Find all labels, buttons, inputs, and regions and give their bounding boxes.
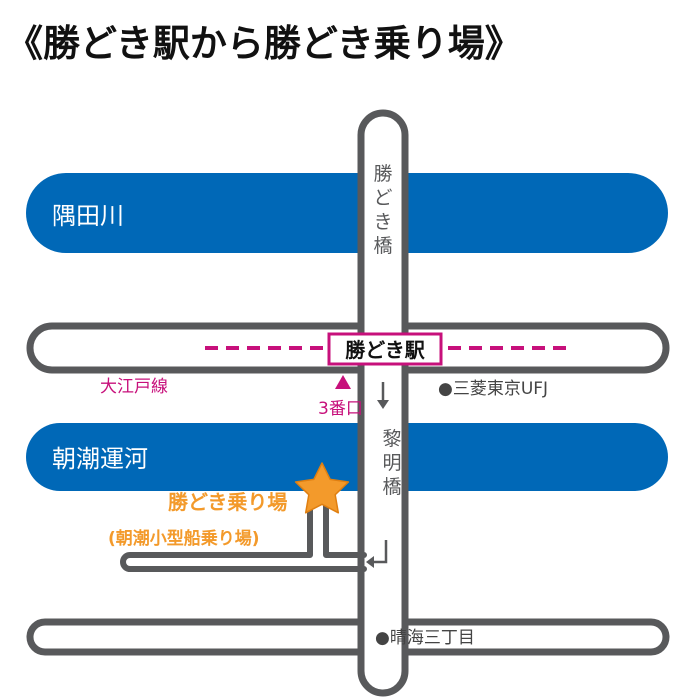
reimei-bridge-char: 橋 <box>382 476 401 498</box>
station-badge <box>327 332 443 366</box>
harumi-landmark: ●晴海三丁目 <box>375 628 475 648</box>
page-title: 《勝どき駅から勝どき乗り場》 <box>6 21 522 65</box>
sumida-river-label: 隅田川 <box>52 202 124 230</box>
reimei-bridge-char: 黎 <box>382 428 401 450</box>
oedo-line-label: 大江戸線 <box>100 377 168 397</box>
kachidoki-bridge-char: 橋 <box>373 235 392 257</box>
harumi-road <box>26 618 670 656</box>
destination-subtitle: (朝潮小型船乗り場) <box>108 528 260 549</box>
star-icon <box>294 462 350 514</box>
kachidoki-bridge-char: き <box>373 211 392 233</box>
pier-path <box>120 537 367 572</box>
station-name: 勝どき駅 <box>345 338 424 362</box>
exit-label: 3番口 <box>318 399 363 419</box>
asashio-canal-label: 朝潮運河 <box>52 445 148 473</box>
reimei-bridge-label: 黎 明 橋 <box>382 428 401 498</box>
triangle-up-icon <box>335 375 351 389</box>
destination-name: 勝どき乗り場 <box>168 490 287 514</box>
bank-landmark: ●三菱東京UFJ <box>438 379 548 399</box>
kachidoki-bridge-label: 勝 ど き 橋 <box>373 163 392 257</box>
kachidoki-bridge-char: ど <box>373 187 392 209</box>
arrow-down-icon <box>377 382 389 409</box>
kachidoki-bridge-char: 勝 <box>373 163 392 185</box>
asashio-canal <box>26 423 668 491</box>
sumida-river <box>26 173 668 253</box>
reimei-bridge-char: 明 <box>382 452 401 474</box>
turn-arrow-icon <box>366 540 388 568</box>
pier-path-connector <box>307 502 329 543</box>
